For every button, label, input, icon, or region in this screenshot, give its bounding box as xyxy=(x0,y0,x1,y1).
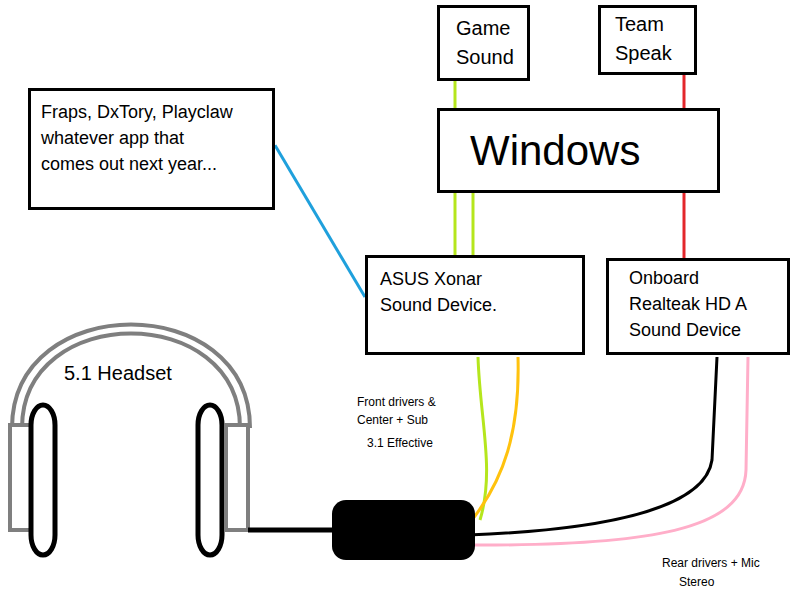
breakout-plug xyxy=(332,500,475,560)
signal-line xyxy=(454,81,457,108)
source-box: Game Sound xyxy=(437,5,530,81)
sound-device-box: Onboard Realteak HD A Sound Device xyxy=(606,258,790,355)
green-wire xyxy=(478,357,487,520)
box-text: Onboard Realteak HD A Sound Device xyxy=(629,265,769,343)
signal-line xyxy=(472,193,475,255)
headset-cable xyxy=(248,528,340,533)
box-text: Windows xyxy=(470,121,709,182)
box-text: ASUS Xonar Sound Device. xyxy=(380,266,505,318)
box-text: Team Speak xyxy=(615,10,688,68)
black-wire xyxy=(468,357,717,535)
signal-line xyxy=(683,193,686,258)
device-label: 5.1 Headset xyxy=(64,358,172,388)
sound-device-box: ASUS Xonar Sound Device. xyxy=(365,255,585,355)
os-box: Windows xyxy=(437,108,720,193)
box-text: Fraps, DxTory, Playclaw whatever app tha… xyxy=(41,99,241,177)
pink-wire xyxy=(468,357,748,545)
wire-note: Front drivers & Center + Sub xyxy=(357,393,457,429)
yellow-wire xyxy=(468,357,518,525)
left-ear-pad xyxy=(31,405,55,555)
signal-line xyxy=(275,145,365,297)
wire-note: 3.1 Effective xyxy=(367,434,433,452)
wire-note: Rear drivers + Mic xyxy=(662,554,760,572)
source-box: Team Speak xyxy=(598,5,697,75)
signal-line xyxy=(683,75,686,108)
right-ear-pad xyxy=(198,405,222,555)
box-text: Game Sound xyxy=(456,14,519,72)
right-cup-back xyxy=(226,425,248,530)
signal-line xyxy=(454,193,457,255)
capture-app-box: Fraps, DxTory, Playclaw whatever app tha… xyxy=(28,88,275,210)
wire-note: Stereo xyxy=(679,573,714,591)
